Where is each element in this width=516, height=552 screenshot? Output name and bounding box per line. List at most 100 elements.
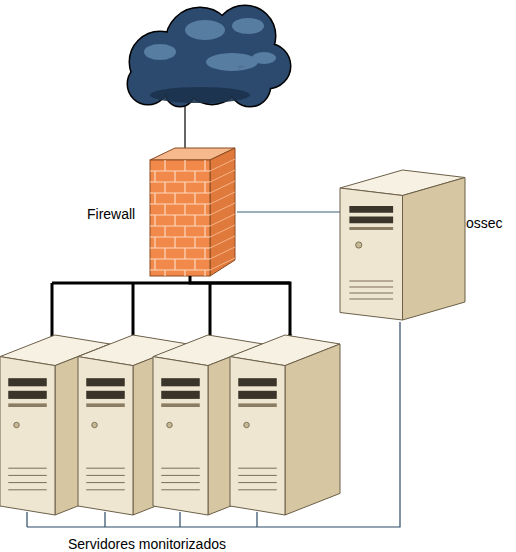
brick-joint (194, 171, 195, 182)
firewall-front (150, 160, 210, 276)
brick-line (150, 170, 210, 171)
vent-line (86, 482, 125, 483)
monitor-wire (26, 512, 27, 527)
drive-bay (86, 403, 125, 407)
brick-joint (194, 193, 195, 204)
servers-outline (0, 335, 338, 552)
cloud-shadow-shape (150, 87, 250, 103)
brick-joint (194, 259, 195, 270)
brick-joint (174, 259, 175, 270)
vent-line (86, 475, 125, 476)
node-label: ossec (466, 215, 503, 231)
node-label: Servidores monitorizados (68, 536, 226, 552)
brick-joint (164, 204, 165, 215)
drive-bay (349, 206, 393, 213)
vent-line (161, 489, 200, 490)
power-button (14, 422, 20, 428)
brick-joint (184, 226, 185, 237)
vent-line (349, 293, 393, 294)
brick-line (150, 181, 210, 182)
drive-bay (86, 378, 125, 386)
firewall-symbol (150, 148, 235, 276)
brick-line (210, 192, 235, 204)
power-button (244, 422, 250, 428)
brick-line (210, 214, 235, 226)
brick-joint (194, 237, 195, 248)
brick-line (210, 225, 235, 237)
brick-joint (154, 237, 155, 248)
brick-joint (184, 160, 185, 171)
cloud-highlight-shape (206, 53, 258, 71)
power-button (356, 242, 362, 248)
brick-joint (204, 204, 205, 215)
vent-line (8, 489, 47, 490)
server-tower (340, 170, 465, 320)
brick-line (150, 203, 210, 204)
vent-line (161, 482, 200, 483)
tower-front (78, 357, 133, 515)
drive-bay (349, 217, 393, 224)
vent-line (8, 468, 47, 469)
vent-line (349, 281, 393, 282)
vent-line (8, 475, 47, 476)
vent-line (238, 475, 277, 476)
brick-joint (154, 171, 155, 182)
vent-line (86, 489, 125, 490)
monitor-wire (256, 512, 257, 527)
brick-joint (204, 270, 205, 276)
brick-joint (154, 193, 155, 204)
brick-line (150, 236, 210, 237)
vent-line (8, 482, 47, 483)
vent-line (238, 489, 277, 490)
node-label: Firewall (87, 206, 135, 222)
drive-bay (161, 391, 200, 399)
brick-line (210, 170, 235, 182)
cloud-shadow (150, 87, 250, 103)
brick-line (150, 225, 210, 226)
cloud-highlight-shape (144, 44, 176, 60)
monitor-wire (27, 526, 338, 527)
power-button (92, 422, 98, 428)
server-tower (230, 335, 340, 515)
tower-front (340, 188, 403, 320)
drive-bay (238, 403, 277, 407)
tower-front (0, 357, 55, 515)
firewall-side (210, 148, 235, 276)
vent-line (349, 299, 393, 300)
brick-joint (154, 215, 155, 226)
drive-bay (8, 403, 47, 407)
brick-line (210, 258, 235, 270)
cloud-highlight (144, 18, 276, 71)
brick-line (210, 181, 235, 193)
brick-joint (194, 215, 195, 226)
brick-joint (164, 248, 165, 259)
cloud-outline (128, 6, 290, 106)
brick-line (150, 192, 210, 193)
tower-front (153, 357, 208, 515)
cloud-highlight-shape (252, 52, 276, 64)
monitor-wire (104, 512, 105, 527)
vent-line (349, 287, 393, 288)
vent-line (238, 482, 277, 483)
drive-bay (8, 378, 47, 386)
cloud-highlight-shape (185, 20, 225, 40)
server-node: ossec (340, 168, 500, 322)
cloud-fill (128, 6, 290, 106)
brick-joint (184, 270, 185, 276)
vent-line (86, 468, 125, 469)
brick-joint (164, 270, 165, 276)
network-link (237, 211, 340, 212)
cloud-symbol (128, 6, 290, 106)
tower-side (403, 178, 466, 321)
drive-bay (86, 391, 125, 399)
network-link (338, 322, 400, 527)
brick-line (150, 258, 210, 259)
brick-line (150, 247, 210, 248)
brick-joint (204, 160, 205, 171)
vent-line (238, 468, 277, 469)
brick-joint (164, 226, 165, 237)
brick-joint (204, 226, 205, 237)
monitor-wires (27, 512, 338, 527)
